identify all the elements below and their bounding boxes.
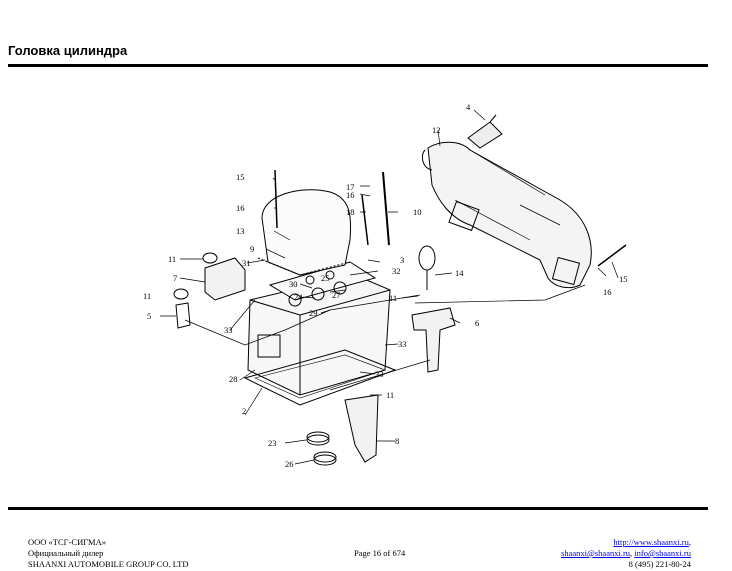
callout-12: 12 [432,125,441,135]
callout-31: 31 [242,258,251,268]
callout-13: 13 [236,226,245,236]
callout-10: 10 [413,207,422,217]
email-link-shaanxi[interactable]: shaanxi@shaanxi.ru [561,548,631,558]
callout-29: 29 [309,308,318,318]
callout-33: 33 [375,369,384,379]
callout-11: 11 [386,390,394,400]
page-number: Page 16 of 674 [354,548,406,558]
callout-4: 4 [466,102,471,112]
callout-24: 24 [294,292,303,302]
callout-15: 15 [619,274,628,284]
footer-phone: 8 (495) 221-80-24 [628,559,691,569]
footer-contacts: http://www.shaanxi.ru, shaanxi@shaanxi.r… [561,537,691,570]
callout-15: 15 [236,172,245,182]
callout-23: 23 [268,438,277,448]
email-separator: , [630,548,635,558]
callout-11: 11 [143,291,151,301]
footer-rule [8,507,708,510]
callout-11: 11 [389,293,397,303]
website-link[interactable]: http://www.shaanxi.ru [613,537,689,547]
callout-33: 33 [398,339,407,349]
callout-18: 18 [346,207,355,217]
callout-3: 3 [400,255,404,265]
callout-14: 14 [455,268,464,278]
callout-16: 16 [236,203,245,213]
callout-6: 6 [475,318,479,328]
callout-30: 30 [289,279,298,289]
callout-16: 16 [346,190,355,200]
callout-5: 5 [147,311,151,321]
header-rule [8,64,708,67]
website-suffix: , [688,537,691,547]
callout-7: 7 [173,273,177,283]
callout-32: 32 [392,266,401,276]
footer-dealer: Официальный дилер [28,548,104,558]
exploded-diagram: 4 12 15 16 17 16 18 10 13 9 11 7 31 25 3… [143,102,628,469]
callout-11: 11 [168,254,176,264]
callout-33: 33 [224,325,233,335]
callout-9: 9 [250,244,254,254]
footer-group: SHAANXI AUTOMOBILE GROUP CO. LTD [28,559,189,569]
email-link-info[interactable]: info@shaanxi.ru [634,548,691,558]
page-title: Головка цилиндра [8,43,128,58]
callout-8: 8 [395,436,399,446]
footer-company-block: ООО «ТСГ-СИГМА» Официальный дилер SHAANX… [28,537,189,570]
callout-27: 27 [332,290,341,300]
callout-25: 25 [321,273,330,283]
callout-26: 26 [285,459,294,469]
footer-company: ООО «ТСГ-СИГМА» [28,537,106,547]
callout-2: 2 [242,406,246,416]
callout-17: 17 [346,182,355,192]
callout-28: 28 [229,374,238,384]
callout-16: 16 [603,287,612,297]
